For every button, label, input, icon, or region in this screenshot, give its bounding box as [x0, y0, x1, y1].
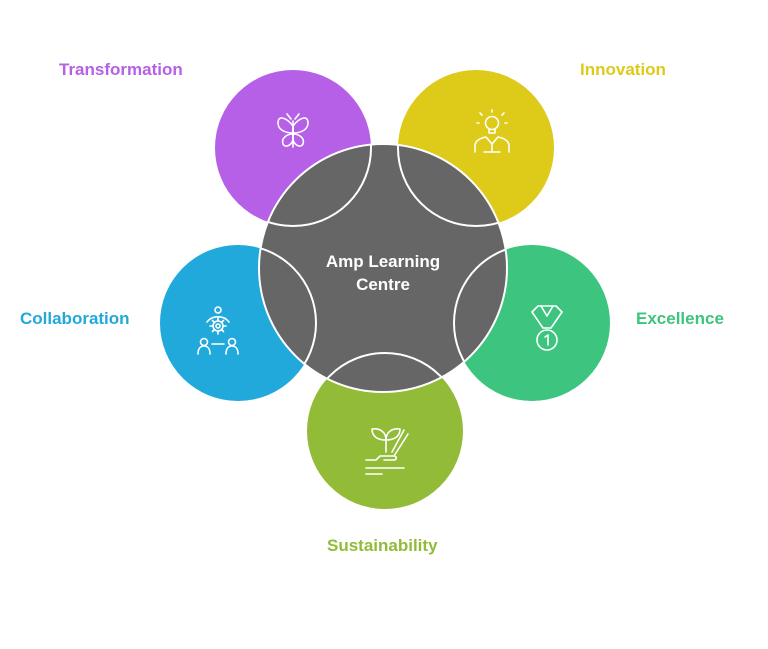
hand-sprout-icon — [365, 428, 409, 475]
label-innovation: Innovation — [580, 60, 666, 79]
center-circle — [258, 143, 508, 393]
center-title: Amp Learning Centre — [302, 250, 464, 296]
sustainability-circle — [307, 353, 463, 509]
team-gear-icon — [197, 306, 239, 355]
label-sustainability: Sustainability — [327, 536, 438, 555]
center-title-line2: Centre — [356, 275, 410, 294]
overlap-arcs — [259, 144, 507, 392]
medal-icon — [531, 305, 563, 351]
label-collaboration: Collaboration — [20, 309, 130, 328]
butterfly-icon — [277, 113, 309, 148]
label-excellence: Excellence — [636, 309, 724, 328]
center-title-line1: Amp Learning — [325, 252, 441, 271]
label-transformation: Transformation — [59, 60, 183, 79]
lightbulb-person-icon — [474, 109, 510, 153]
